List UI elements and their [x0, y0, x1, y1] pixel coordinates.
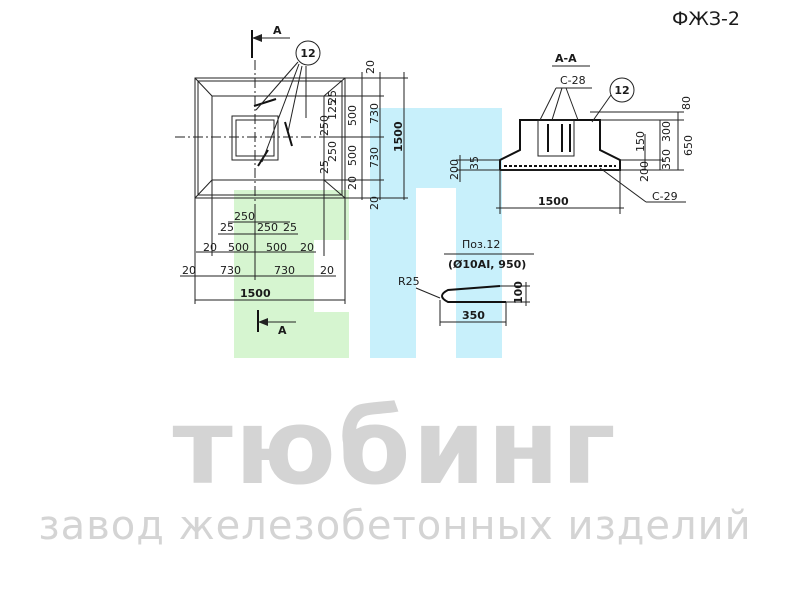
mesh-bottom-label: С-29: [652, 190, 678, 203]
section-callout-leader: [591, 94, 612, 123]
dim-20: 20: [368, 196, 381, 210]
mesh-top-label: С-28: [560, 74, 586, 87]
watermark-blue-block-right: [456, 188, 502, 358]
plan-dims-right: 20 250 125 500 730 1500 250 25 25 500 73…: [318, 60, 408, 210]
dim-20: 20: [346, 176, 359, 190]
section-mark-arrowhead-bottom: [258, 318, 268, 326]
dim-125: 125: [326, 99, 339, 120]
section-width: 1500: [538, 195, 569, 208]
plan-diagonal: [194, 179, 213, 199]
plan-diagonal: [194, 77, 213, 97]
plan-inner-square: [211, 95, 325, 181]
dim-300: 300: [660, 121, 673, 142]
dim-25: 25: [220, 221, 234, 234]
plan-outer-square: [194, 77, 346, 199]
dim-730: 730: [274, 264, 295, 277]
dim-250: 250: [234, 210, 255, 223]
plan-outer-square-inner: [197, 80, 343, 196]
mesh-top-leader: [551, 87, 563, 121]
dim-730: 730: [220, 264, 241, 277]
mesh-top-leader: [565, 87, 579, 121]
dim-20: 20: [182, 264, 196, 277]
plan-view: 12 А А 20 250 125 500 730 1: [175, 24, 408, 337]
dim-500: 500: [266, 241, 287, 254]
dim-80: 80: [680, 96, 693, 110]
plan-leader: [287, 65, 303, 133]
dim-500: 500: [228, 241, 249, 254]
dim-650: 650: [682, 135, 695, 156]
bar-radius: R25: [398, 275, 420, 288]
dim-25: 25: [326, 90, 339, 104]
product-code: ФЖЗ-2: [672, 8, 740, 30]
bar-title: Поз.12: [462, 238, 500, 251]
dim-25: 25: [283, 221, 297, 234]
watermark-subtitle: завод железобетонных изделий: [38, 503, 752, 549]
section-title: А-А: [555, 52, 577, 65]
dim-1500: 1500: [240, 287, 271, 300]
dim-730: 730: [368, 147, 381, 168]
section-mark-arrowhead-top: [252, 34, 262, 42]
section-view: А-А С-28 12 80 300 650 150 350: [448, 52, 695, 214]
bar-length: 350: [462, 309, 485, 322]
dim-25: 25: [318, 160, 331, 174]
dim-250: 250: [318, 115, 331, 136]
dim-200: 200: [448, 159, 461, 180]
dim-20: 20: [320, 264, 334, 277]
plan-rebar: [284, 121, 293, 147]
section-outline: [499, 119, 621, 171]
plan-leader: [261, 63, 300, 163]
dim-35: 35: [468, 156, 481, 170]
dim-150: 150: [634, 131, 647, 152]
plan-diagonal: [323, 179, 346, 199]
dim-350: 350: [660, 149, 673, 170]
dim-20: 20: [364, 60, 377, 74]
watermark-brand: тюбинг: [172, 386, 618, 508]
watermark-blue-block-top: [370, 108, 502, 188]
dim-250: 250: [257, 221, 278, 234]
bar-height: 100: [512, 281, 525, 304]
dim-250: 250: [326, 141, 339, 162]
watermark-blue-block-stem: [370, 188, 416, 358]
bar-radius-leader: [415, 287, 441, 299]
plan-leader: [255, 61, 299, 111]
section-glass: [537, 119, 575, 157]
bar-detail: Поз.12 (Ø10АI, 950) R25 350 100: [398, 238, 534, 326]
dim-20: 20: [300, 241, 314, 254]
section-callout-label: 12: [614, 84, 629, 97]
section-mark-bottom: А: [278, 324, 287, 337]
dim-730: 730: [368, 103, 381, 124]
section-callout-circle: [609, 77, 635, 103]
plan-callout-circle: [295, 40, 321, 66]
mesh-top-leader: [539, 87, 557, 121]
plan-diagonal: [323, 77, 346, 97]
mesh-bottom-leader: [599, 167, 647, 203]
dim-500: 500: [346, 145, 359, 166]
plan-callout-label: 12: [300, 47, 315, 60]
dim-200: 200: [638, 161, 651, 182]
dim-20: 20: [203, 241, 217, 254]
section-mark-top: А: [273, 24, 282, 37]
bar-shape: [441, 285, 506, 303]
dim-1500: 1500: [392, 121, 405, 152]
bar-spec: (Ø10АI, 950): [448, 258, 526, 271]
dim-500: 500: [346, 105, 359, 126]
plan-dims-bottom: 250 25 250 25 20 500 500 20 20 730 730 2…: [180, 180, 346, 304]
plan-rebar: [253, 98, 277, 107]
